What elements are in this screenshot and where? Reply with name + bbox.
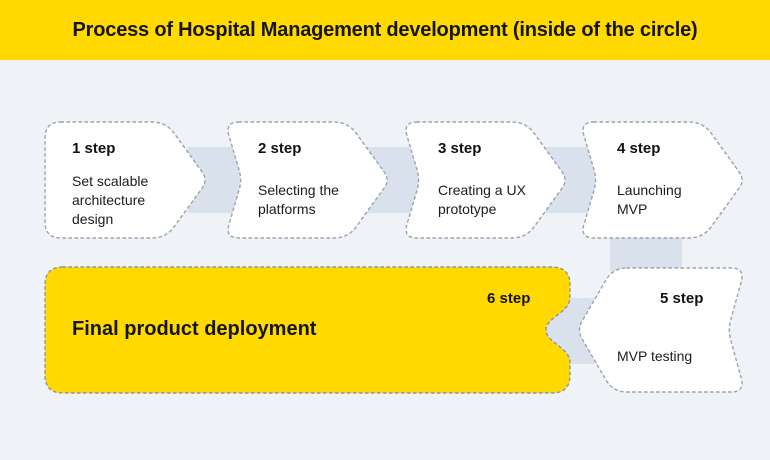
- step-3-text: Creating a UX prototype: [438, 182, 526, 217]
- step-6-shape: [44, 266, 571, 394]
- step-2-text: Selecting the platforms: [258, 182, 339, 217]
- step-6-text: Final product deployment: [72, 318, 317, 340]
- step-4-text: Launching MVP: [617, 182, 682, 217]
- step-4-shape: [582, 121, 743, 239]
- step-4-label: 4 step: [617, 140, 661, 157]
- step-6-label: 6 step: [487, 290, 531, 307]
- step-3-label: 3 step: [438, 140, 482, 157]
- connector-step4-step5: [610, 238, 682, 271]
- step-2-shape: [227, 121, 388, 239]
- step-2-label: 2 step: [258, 140, 302, 157]
- step-1-text: Set scalable architecture design: [72, 173, 149, 227]
- step-1-shape: [44, 121, 206, 239]
- step-5-shape: [578, 267, 743, 393]
- step-5-label: 5 step: [660, 290, 704, 307]
- page-title: Process of Hospital Management developme…: [72, 18, 698, 41]
- title-bar: Process of Hospital Management developme…: [0, 0, 770, 60]
- step-3-shape: [405, 121, 566, 239]
- step-1-label: 1 step: [72, 140, 116, 157]
- step-5-text: MVP testing: [617, 348, 693, 364]
